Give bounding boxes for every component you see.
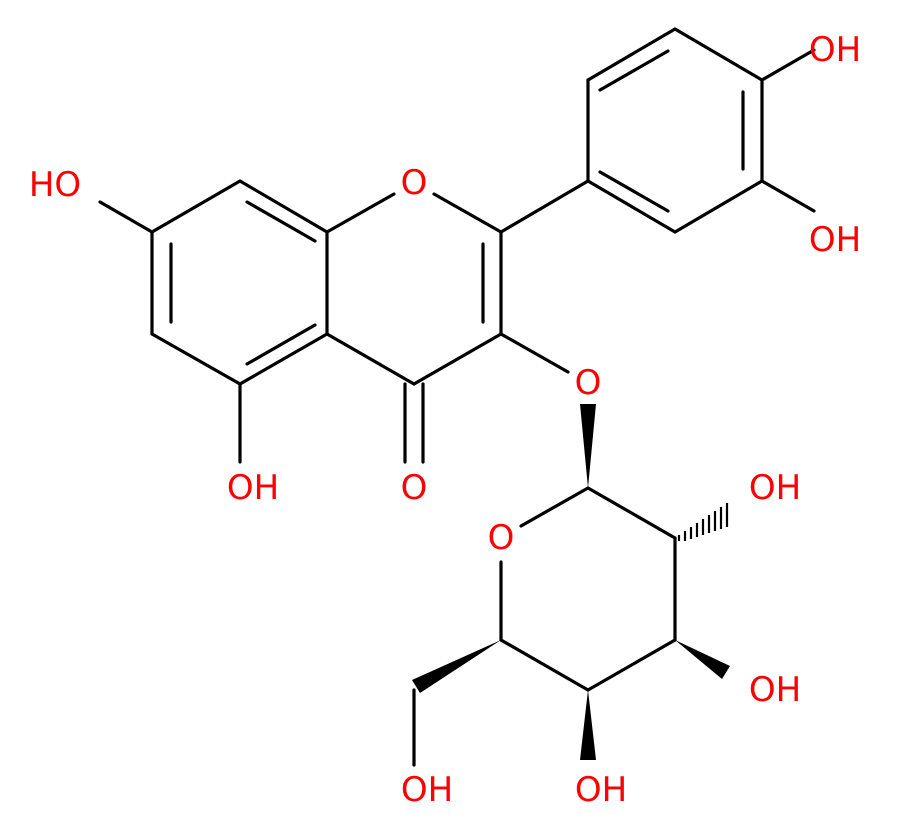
label-ho-7: HO xyxy=(29,165,81,205)
bond xyxy=(150,332,242,386)
bond xyxy=(499,638,590,692)
label-oh-sugar-4: OH xyxy=(575,770,627,810)
bond xyxy=(238,332,329,386)
label-oh-3prime: OH xyxy=(809,220,861,260)
atom-labels: OH OH O HO OH O O O OH OH OH OH xyxy=(29,30,861,810)
bond xyxy=(412,332,503,386)
bond-to-oh4prime xyxy=(760,48,816,82)
bond xyxy=(586,486,677,540)
bond xyxy=(325,332,416,386)
wedge-bond-c3-oh xyxy=(675,640,730,679)
label-o-sugar-ring: O xyxy=(488,518,515,558)
wedge-bond-anomeric xyxy=(580,404,596,488)
label-o-glycosidic: O xyxy=(575,363,602,403)
bond-to-oh7 xyxy=(98,200,154,234)
bond xyxy=(586,27,677,82)
bond xyxy=(586,179,677,234)
bond xyxy=(150,179,242,234)
bond-inner-double xyxy=(245,200,317,243)
hashed-bond-c2-oh xyxy=(677,503,729,541)
bond xyxy=(238,179,329,234)
bond-to-oh3prime xyxy=(760,179,816,213)
sugar-stereo-bonds xyxy=(412,503,730,767)
sugar-ring-bonds xyxy=(499,486,677,692)
label-oh-4prime: OH xyxy=(809,30,861,70)
bond-inner-double xyxy=(598,49,670,92)
label-oh-5: OH xyxy=(227,468,279,508)
label-oh-sugar-2: OH xyxy=(749,468,801,508)
glycosidic-bonds xyxy=(499,332,596,488)
wedge-bond-c5-ch2 xyxy=(412,640,501,693)
bond xyxy=(325,192,396,234)
bond-inner-double xyxy=(598,170,670,213)
bond xyxy=(586,638,677,692)
label-o-chromone-ring: O xyxy=(401,163,428,203)
bond-inner-double xyxy=(245,323,317,366)
ring-c-bonds xyxy=(325,192,503,464)
bond xyxy=(673,179,764,234)
wedge-bond-c4-oh xyxy=(580,690,596,760)
label-o-carbonyl: O xyxy=(401,468,428,508)
bond-c2-c1prime xyxy=(499,179,590,234)
label-oh-sugar-3: OH xyxy=(749,670,801,710)
bond xyxy=(519,486,590,528)
bond-c3-o xyxy=(499,332,570,374)
ring-b-bonds xyxy=(499,27,816,234)
ring-a-bonds xyxy=(150,179,329,386)
label-oh-sugar-6: OH xyxy=(401,770,453,810)
bond xyxy=(673,27,764,82)
a-ring-substituents xyxy=(98,200,242,464)
bond xyxy=(432,192,503,234)
